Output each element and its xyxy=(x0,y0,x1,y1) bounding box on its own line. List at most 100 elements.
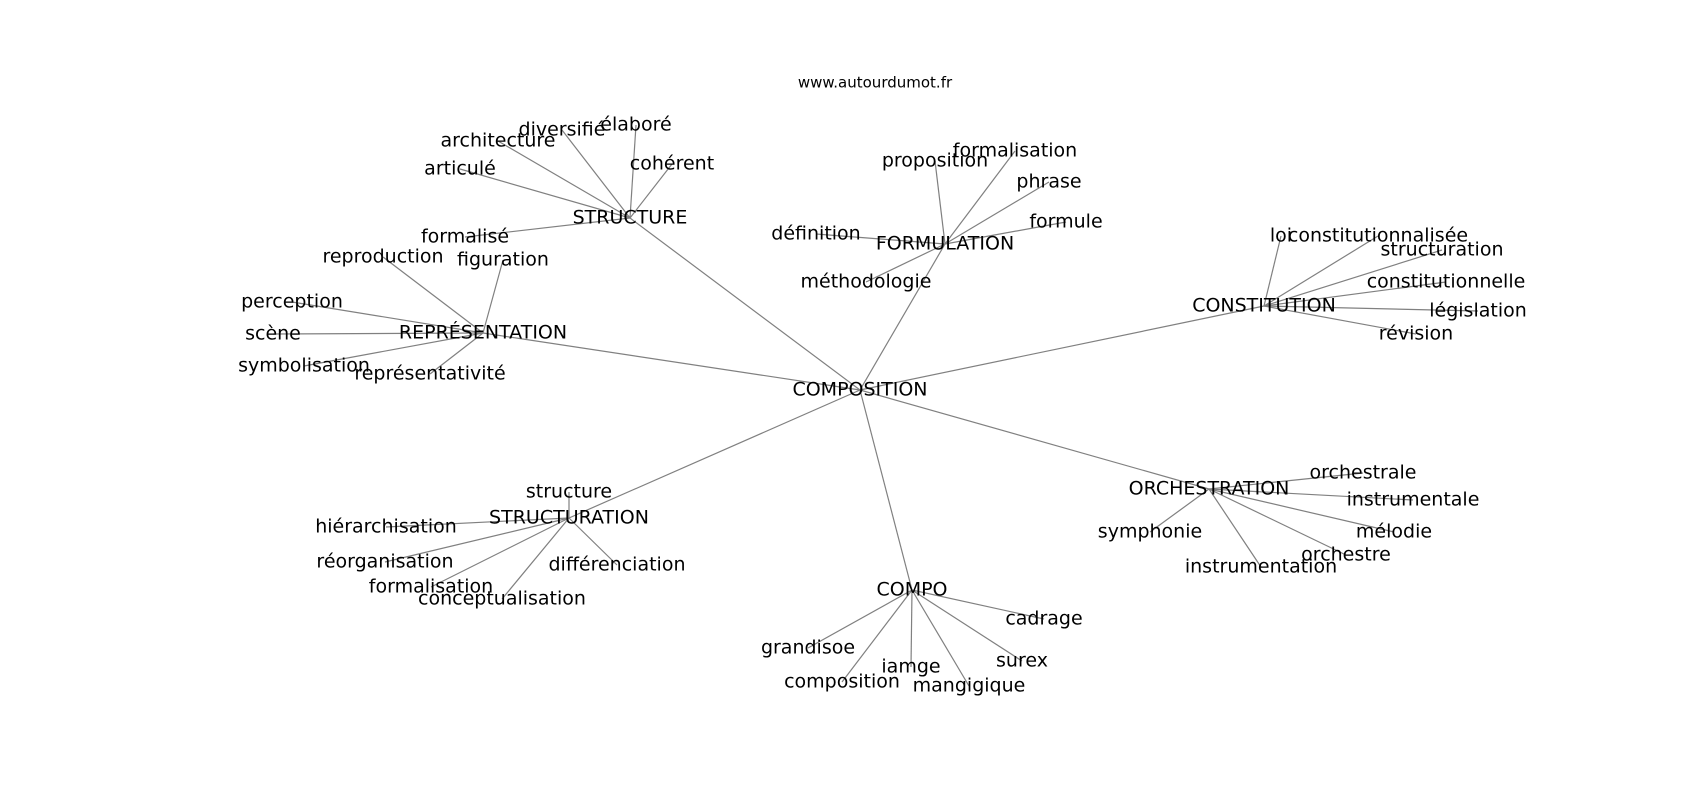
edge-constitution-0 xyxy=(1263,235,1282,307)
edge-structuration-2 xyxy=(384,517,570,563)
edge-structure-4 xyxy=(459,168,631,219)
word-node: structuration xyxy=(1381,239,1504,261)
word-node: constitutionnalisée xyxy=(1288,225,1468,247)
edge-formulation-2 xyxy=(944,150,1016,245)
hub-node-structuration: STRUCTURATION xyxy=(489,507,649,529)
word-node: différenciation xyxy=(548,554,685,576)
edge-representation-0 xyxy=(482,259,504,334)
edge-structure-2 xyxy=(561,129,631,219)
word-node: conceptualisation xyxy=(418,588,586,610)
edge-structure-0 xyxy=(629,163,673,219)
edge-formulation-0 xyxy=(944,221,1067,245)
word-node: formalisé xyxy=(421,226,509,248)
edge-structuration-4 xyxy=(501,517,570,600)
word-node: iamge xyxy=(881,656,940,678)
word-node: formule xyxy=(1029,211,1102,233)
edge-formulation-3 xyxy=(934,160,946,245)
edge-orchestration-4 xyxy=(1208,488,1262,568)
edge-structure-3 xyxy=(497,140,631,219)
edge-formulation-4 xyxy=(815,233,946,245)
edge-representation-4 xyxy=(303,332,484,367)
edge-constitution-1 xyxy=(1263,235,1379,307)
word-node: hiérarchisation xyxy=(315,516,457,538)
hub-node-representation: REPRÉSENTATION xyxy=(399,321,567,344)
word-node: orchestre xyxy=(1301,544,1391,566)
source-url: www.autourdumot.fr xyxy=(798,74,953,92)
word-node: cohérent xyxy=(630,153,714,175)
edge-compo-5 xyxy=(807,589,913,649)
edge-structuration-1 xyxy=(385,517,570,528)
edge-constitution-5 xyxy=(1263,305,1417,335)
hub-node-formulation: FORMULATION xyxy=(876,233,1014,255)
edge-orchestration-2 xyxy=(1208,488,1395,533)
word-node: définition xyxy=(771,223,860,245)
edge-center-orchestration xyxy=(859,389,1210,490)
word-node: législation xyxy=(1429,300,1527,322)
word-node: constitutionnelle xyxy=(1367,271,1526,293)
edge-orchestration-5 xyxy=(1149,488,1210,533)
word-node: phrase xyxy=(1016,171,1081,193)
word-node: mangigique xyxy=(913,675,1026,697)
edge-center-constitution xyxy=(859,305,1265,391)
edge-formulation-1 xyxy=(944,181,1050,245)
edge-orchestration-0 xyxy=(1208,472,1364,490)
edge-compo-0 xyxy=(911,589,1045,620)
hub-node-constitution: CONSTITUTION xyxy=(1192,295,1336,317)
word-node: représentativité xyxy=(354,363,505,385)
word-node: symphonie xyxy=(1098,521,1202,543)
word-node: figuration xyxy=(457,249,549,271)
word-node: composition xyxy=(784,671,900,693)
edge-center-compo xyxy=(859,389,913,591)
word-node: scène xyxy=(245,323,301,345)
edge-representation-5 xyxy=(429,332,484,375)
word-node: formalisation xyxy=(953,140,1077,162)
word-node: reproduction xyxy=(322,246,443,268)
edge-center-structure xyxy=(629,217,861,391)
edge-compo-2 xyxy=(911,589,970,687)
hub-node-orchestration: ORCHESTRATION xyxy=(1129,478,1290,500)
edge-compo-4 xyxy=(841,589,913,683)
word-node: mélodie xyxy=(1356,521,1432,543)
word-node: formalisation xyxy=(369,576,493,598)
edge-formulation-5 xyxy=(865,243,946,283)
word-node: structure xyxy=(526,481,612,503)
edge-compo-1 xyxy=(911,589,1023,662)
edge-orchestration-1 xyxy=(1208,488,1414,501)
hub-node-compo: COMPO xyxy=(876,579,947,601)
word-node: cadrage xyxy=(1005,608,1082,630)
word-node: architecture xyxy=(441,130,556,152)
word-node: réorganisation xyxy=(316,551,453,573)
word-node: loi xyxy=(1270,225,1292,247)
word-node: articulé xyxy=(424,158,496,180)
edge-representation-3 xyxy=(272,332,484,335)
edge-compo-3 xyxy=(910,589,913,668)
edge-constitution-2 xyxy=(1263,249,1443,307)
edge-structuration-3 xyxy=(430,517,570,588)
edge-structure-1 xyxy=(629,124,637,219)
word-node: diversifié xyxy=(519,119,606,141)
word-node: méthodologie xyxy=(801,271,932,293)
center-node-label: COMPOSITION xyxy=(792,379,927,401)
edge-center-representation xyxy=(482,332,861,391)
edges-layer xyxy=(272,124,1479,687)
word-node: révision xyxy=(1379,323,1453,345)
edge-orchestration-3 xyxy=(1208,488,1347,556)
word-node: grandisoe xyxy=(761,637,855,659)
word-node: instrumentale xyxy=(1347,489,1480,511)
hub-node-structure: STRUCTURE xyxy=(573,207,688,229)
word-node: orchestrale xyxy=(1310,462,1417,484)
word-node: élaboré xyxy=(600,114,671,136)
edge-constitution-4 xyxy=(1263,305,1479,312)
edge-center-structuration xyxy=(568,389,861,519)
word-node: symbolisation xyxy=(238,355,370,377)
edge-representation-2 xyxy=(291,301,484,334)
edge-structuration-5 xyxy=(568,517,618,566)
word-node: surex xyxy=(996,650,1048,672)
edge-constitution-3 xyxy=(1263,281,1447,307)
edge-center-formulation xyxy=(859,243,946,391)
edge-structure-5 xyxy=(464,217,631,238)
word-node: proposition xyxy=(882,150,988,172)
word-node: instrumentation xyxy=(1185,556,1337,578)
